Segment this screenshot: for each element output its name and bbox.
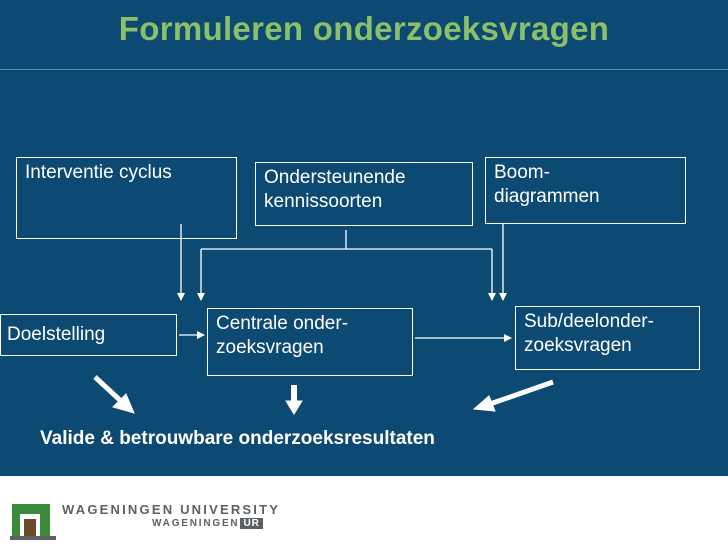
box-interventie-cyclus-label: Interventie cyclus xyxy=(25,162,172,183)
slide-title: Formuleren onderzoeksvragen xyxy=(118,10,610,47)
logo-university-name: WAGENINGEN UNIVERSITY xyxy=(62,502,281,517)
box-sub-line-2: zoeksvragen xyxy=(524,335,632,356)
box-boom-line-2: diagrammen xyxy=(494,186,600,207)
thick-arrow-center-head xyxy=(285,400,303,415)
box-doelstelling-label: Doelstelling xyxy=(7,324,106,345)
thick-arrow-left-shaft xyxy=(93,375,124,404)
box-centrale-line-1: Centrale onder- xyxy=(216,313,349,334)
box-centrale-line-2: zoeksvragen xyxy=(216,337,324,358)
logo-ur-prefix: WAGENINGEN xyxy=(152,518,240,529)
box-boom-line-1: Boom- xyxy=(494,162,550,183)
title-divider xyxy=(0,69,728,70)
box-ondersteunende-line-1: Ondersteunende xyxy=(264,167,406,188)
wageningen-logo-icon xyxy=(10,504,56,540)
box-centrale-onderzoeksvragen: Centrale onder- zoeksvragen xyxy=(207,308,413,376)
box-sub-deelonderzoeksvragen: Sub/deelonder- zoeksvragen xyxy=(515,306,700,370)
box-ondersteunende-line-2: kennissoorten xyxy=(264,191,383,212)
box-sub-line-1: Sub/deelonder- xyxy=(524,311,654,332)
box-interventie-cyclus: Interventie cyclus xyxy=(16,157,237,239)
box-ondersteunende-kennissoorten: Ondersteunende kennissoorten xyxy=(255,162,473,226)
thick-arrow-right-shaft xyxy=(489,379,554,407)
result-statement: Valide & betrouwbare onderzoeksresultate… xyxy=(40,428,435,449)
slide-background: Formuleren onderzoeksvragen Interventie … xyxy=(0,0,728,476)
thick-arrow-left-head xyxy=(112,393,135,414)
connector-arrows xyxy=(93,224,554,415)
thick-arrow-right-head xyxy=(472,395,496,412)
box-boomdiagrammen: Boom- diagrammen xyxy=(485,157,686,224)
logo-ur-tag: UR xyxy=(240,518,263,529)
box-doelstelling: Doelstelling xyxy=(0,314,177,356)
